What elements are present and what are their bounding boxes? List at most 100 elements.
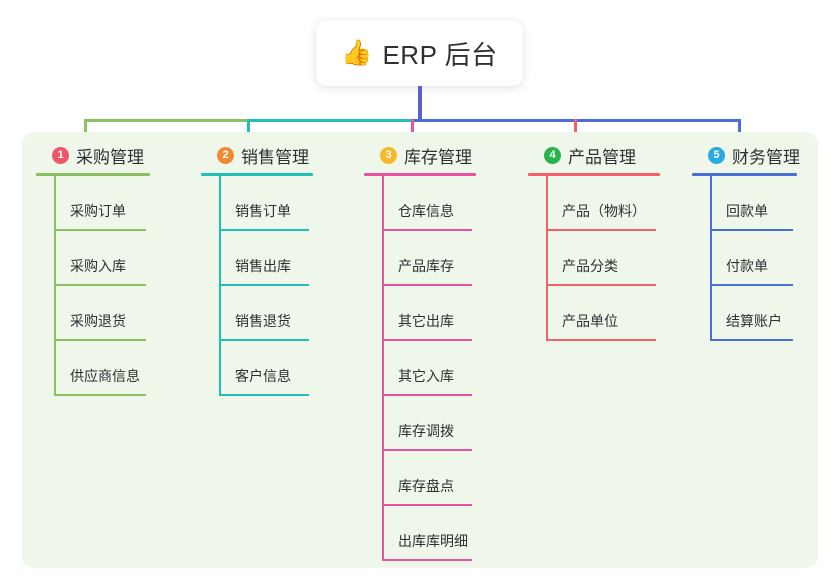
branch-item[interactable]: 库存调拨 (382, 396, 514, 451)
branch-item[interactable]: 回款单 (710, 176, 817, 231)
branch-header-3[interactable]: 3 库存管理 (364, 143, 514, 167)
branch-column-5: 5 财务管理回款单付款单结算账户 (692, 143, 817, 341)
branch-item[interactable]: 其它入库 (382, 341, 514, 396)
branch-item[interactable]: 仓库信息 (382, 176, 514, 231)
branch-item-label: 回款单 (726, 203, 768, 219)
branch-item-underline (546, 229, 656, 231)
branch-item-label: 产品库存 (398, 258, 454, 274)
branch-item-label: 付款单 (726, 258, 768, 274)
branch-item-underline (382, 449, 472, 451)
branch-number-badge: 1 (52, 146, 69, 164)
branch-item-label: 其它出库 (398, 313, 454, 329)
root-node[interactable]: 👍 ERP 后台 (316, 20, 523, 86)
branch-item-label: 销售出库 (235, 258, 291, 274)
branch-item-underline (382, 504, 472, 506)
branch-item-underline (54, 339, 146, 341)
branch-underline (36, 173, 150, 176)
branch-item-list: 回款单付款单结算账户 (692, 176, 817, 341)
branch-number-badge: 5 (708, 146, 725, 164)
root-stem (418, 86, 422, 122)
branch-item-list: 采购订单采购入库采购退货供应商信息 (36, 176, 186, 396)
branch-item-underline (54, 284, 146, 286)
branch-item-underline (710, 339, 793, 341)
connector-bar-segment-4 (574, 119, 738, 122)
branch-item[interactable]: 销售退货 (219, 286, 351, 341)
connector-bar-segment-3 (411, 119, 574, 122)
branch-item-label: 库存盘点 (398, 478, 454, 494)
branch-number-badge: 2 (217, 146, 234, 164)
branch-number-badge: 4 (544, 146, 561, 164)
branch-underline (364, 173, 476, 176)
branch-column-1: 1 采购管理采购订单采购入库采购退货供应商信息 (36, 143, 186, 396)
branch-item-underline (710, 229, 793, 231)
connector-bar-segment-1 (84, 119, 247, 122)
branch-item-underline (219, 229, 309, 231)
branch-item[interactable]: 客户信息 (219, 341, 351, 396)
branches-panel (22, 132, 818, 568)
branch-item-label: 库存调拨 (398, 423, 454, 439)
branch-item-list: 销售订单销售出库销售退货客户信息 (201, 176, 351, 396)
branch-item-label: 客户信息 (235, 368, 291, 384)
branch-item[interactable]: 采购退货 (54, 286, 186, 341)
branch-item[interactable]: 销售出库 (219, 231, 351, 286)
branch-item-underline (382, 229, 472, 231)
connector-bar-segment-2 (247, 119, 411, 122)
branch-item-label: 采购退货 (70, 313, 126, 329)
branch-item[interactable]: 供应商信息 (54, 341, 186, 396)
branch-item-label: 供应商信息 (70, 368, 140, 384)
connector-drop-2 (247, 119, 250, 143)
branch-title: 销售管理 (241, 147, 309, 167)
connector-drop-4 (574, 119, 577, 143)
branch-item-list: 仓库信息产品库存其它出库其它入库库存调拨库存盘点出库库明细 (364, 176, 514, 561)
branch-header-1[interactable]: 1 采购管理 (36, 143, 186, 167)
connector-drop-3 (411, 119, 414, 143)
branch-header-5[interactable]: 5 财务管理 (692, 143, 817, 167)
branch-item[interactable]: 产品（物料） (546, 176, 683, 231)
branch-column-3: 3 库存管理仓库信息产品库存其它出库其它入库库存调拨库存盘点出库库明细 (364, 143, 514, 561)
branch-item-label: 产品（物料） (562, 203, 646, 219)
branch-item-underline (382, 284, 472, 286)
connector-drop-1 (84, 119, 87, 143)
branch-header-2[interactable]: 2 销售管理 (201, 143, 351, 167)
branch-title: 采购管理 (76, 147, 144, 167)
branch-header-4[interactable]: 4 产品管理 (528, 143, 683, 167)
branch-spine (710, 176, 712, 341)
branch-item[interactable]: 结算账户 (710, 286, 817, 341)
branch-item[interactable]: 销售订单 (219, 176, 351, 231)
branch-title: 财务管理 (732, 147, 800, 167)
branch-item-label: 其它入库 (398, 368, 454, 384)
branch-item[interactable]: 采购订单 (54, 176, 186, 231)
branch-item-underline (382, 394, 472, 396)
branch-column-2: 2 销售管理销售订单销售出库销售退货客户信息 (201, 143, 351, 396)
branch-item[interactable]: 产品单位 (546, 286, 683, 341)
branch-item-label: 出库库明细 (398, 533, 468, 549)
branch-item-list: 产品（物料） 产品分类产品单位 (528, 176, 683, 341)
branch-item[interactable]: 采购入库 (54, 231, 186, 286)
branch-underline (201, 173, 313, 176)
branch-item[interactable]: 其它出库 (382, 286, 514, 341)
branch-underline (528, 173, 660, 176)
branch-item-underline (219, 284, 309, 286)
branch-item-underline (219, 339, 309, 341)
branch-item-underline (382, 559, 472, 561)
connector-drop-5 (738, 119, 741, 143)
branch-item[interactable]: 库存盘点 (382, 451, 514, 506)
branch-title: 库存管理 (404, 147, 472, 167)
branch-item-label: 销售订单 (235, 203, 291, 219)
branch-item-underline (546, 284, 656, 286)
branch-item-underline (54, 229, 146, 231)
thumbs-up-icon: 👍 (341, 38, 373, 67)
branch-spine (546, 176, 548, 341)
branch-item[interactable]: 产品库存 (382, 231, 514, 286)
branch-number-badge: 3 (380, 146, 397, 164)
branch-item-underline (54, 394, 146, 396)
branch-item-underline (546, 339, 656, 341)
branch-item[interactable]: 出库库明细 (382, 506, 514, 561)
branch-spine (54, 176, 56, 396)
branch-item[interactable]: 产品分类 (546, 231, 683, 286)
branch-spine (382, 176, 384, 561)
branch-item[interactable]: 付款单 (710, 231, 817, 286)
branch-item-underline (382, 339, 472, 341)
branch-title: 产品管理 (568, 147, 636, 167)
